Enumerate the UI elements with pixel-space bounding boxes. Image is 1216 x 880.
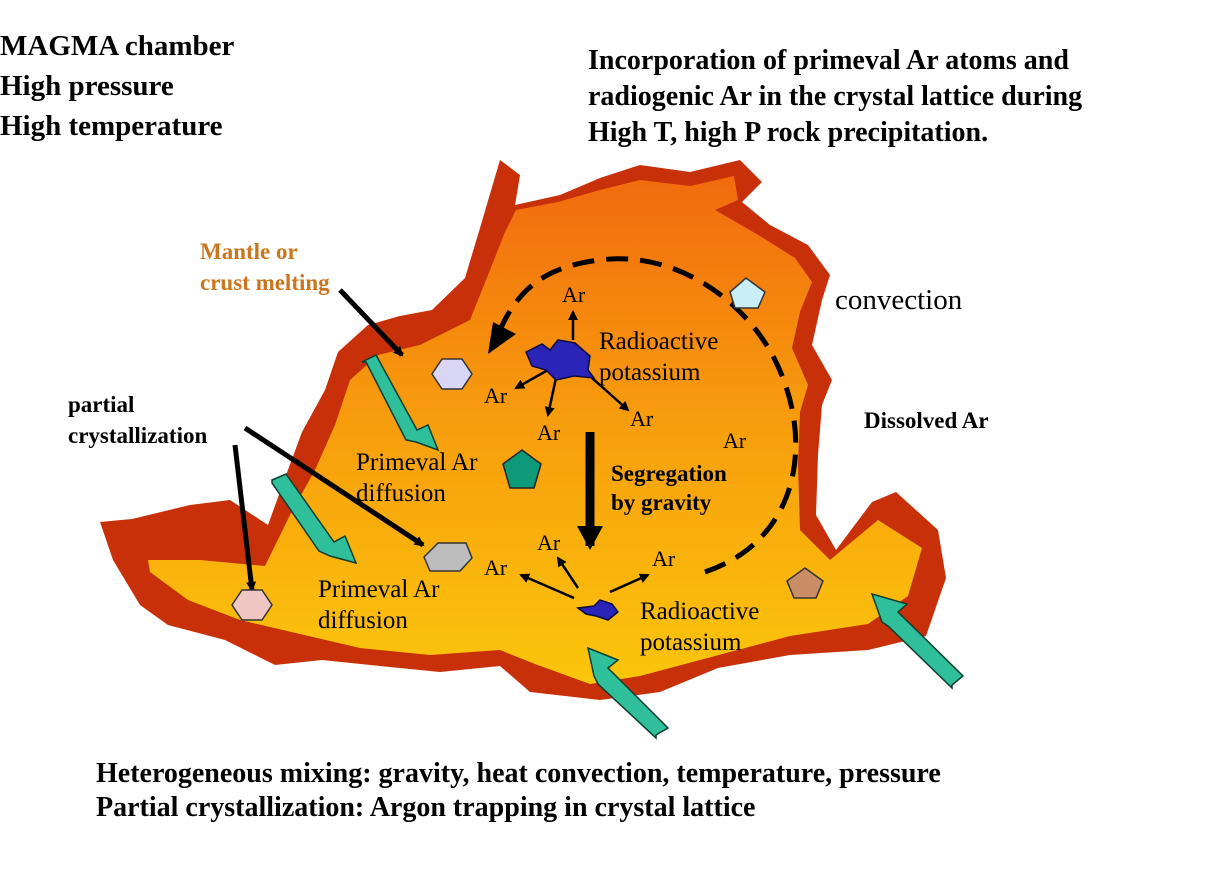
radioactive-lower-line-1: Radioactive [640,598,760,625]
radioactive-upper-line-2: potassium [599,359,701,386]
partial-line-2: crystallization [68,423,208,448]
description-line-3: High T, high P rock precipitation. [588,117,989,148]
ar-label-lower-left: Ar [484,555,508,580]
ar-arrow-left [514,368,549,390]
description-line-1: Incorporation of primeval Ar atoms and [588,45,1069,76]
dissolved-ar-label: Dissolved Ar [864,408,989,433]
teal-arrow-2 [271,473,358,565]
crystal-green-pentagon [502,449,542,489]
primeval-upper-line-1: Primeval Ar [356,449,478,476]
convection-label: convection [835,284,963,316]
header-line-temperature: High temperature [0,110,223,142]
description-line-2: radiogenic Ar in the crystal lattice dur… [588,81,1083,112]
potassium-blob-lower [576,599,620,621]
crystallization-arrow-1 [232,444,257,592]
convection-arrowhead [488,322,516,354]
radioactive-upper-line-1: Radioactive [599,328,719,355]
primeval-diffusion-lower-label: Primeval Ar diffusion [318,574,440,636]
ar-arrow-lower-up [556,556,580,589]
primeval-upper-line-2: diffusion [356,480,446,507]
partial-crystallization-label: partial crystallization [68,389,207,451]
ar-arrow-right [591,377,630,412]
ar-label-lower-right: Ar [652,546,676,571]
segregation-line-1: Segregation [611,461,727,486]
crystal-lavender-hexagon [431,358,473,390]
teal-arrow-3 [586,646,670,740]
potassium-blob-upper [525,339,596,381]
mantle-line-2: crust melting [200,270,330,295]
radioactive-lower-line-2: potassium [640,629,742,656]
ar-label-dissolved: Ar [723,428,747,453]
teal-arrows [271,354,965,740]
teal-arrow-4 [870,592,965,690]
black-arrows [232,288,650,600]
crystal-cyan-pentagon [729,277,766,309]
primeval-diffusion-upper-label: Primeval Ar diffusion [356,447,478,509]
ar-label-lower-top: Ar [537,530,561,555]
ar-arrow-lower-left [519,573,575,600]
ar-arrow-down [544,377,558,417]
mantle-melting-label: Mantle or crust melting [200,236,330,298]
ar-label-top: Ar [562,282,586,307]
footer-line-crystallization: Partial crystallization: Argon trapping … [96,792,756,823]
primeval-lower-line-1: Primeval Ar [318,576,440,603]
header-line-pressure: High pressure [0,70,174,102]
ar-arrow-lower-right [609,573,650,594]
partial-line-1: partial [68,392,135,417]
radioactive-potassium-lower-label: Radioactive potassium [640,596,759,658]
magma-chamber-header: MAGMA chamber High pressure High tempera… [0,26,234,146]
ar-label-left: Ar [484,383,508,408]
incorporation-description: Incorporation of primeval Ar atoms and r… [588,43,1082,151]
header-line-magma: MAGMA chamber [0,30,235,62]
footer-summary: Heterogeneous mixing: gravity, heat conv… [96,757,941,825]
footer-line-mixing: Heterogeneous mixing: gravity, heat conv… [96,758,941,789]
crystallization-arrow-2 [243,425,425,548]
mantle-line-1: Mantle or [200,239,298,264]
teal-arrow-1 [361,354,440,452]
crystal-gray-pentagon [423,542,473,572]
segregation-line-2: by gravity [611,490,712,515]
ar-label-below: Ar [537,420,561,445]
ar-label-right: Ar [630,406,654,431]
crystal-tan-pentagon [786,567,824,599]
crystal-pink-hexagon [231,589,273,621]
radioactive-potassium-upper-label: Radioactive potassium [599,326,718,388]
segregation-label: Segregation by gravity [611,459,727,517]
primeval-lower-line-2: diffusion [318,607,408,634]
mantle-arrow [338,288,404,357]
